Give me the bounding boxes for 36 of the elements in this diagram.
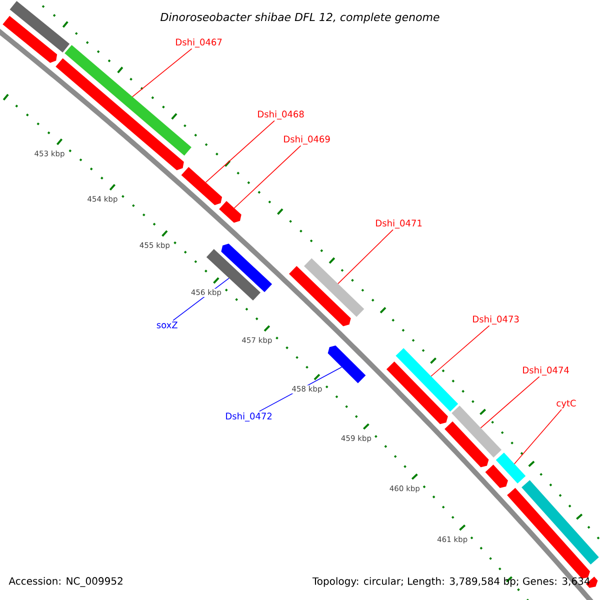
gene-bar [206,249,261,301]
gene-feature [219,201,242,223]
gene-label: Dshi_0467 [176,38,222,48]
gene-label: Dshi_0474 [523,366,569,376]
gene-feature [328,346,366,384]
gene-label: soxZ [156,322,178,328]
gene-bar [452,406,502,458]
gene-feature [386,362,448,424]
gene-label: Dshi_0471 [376,220,422,228]
gene-feature [2,16,58,63]
gene-feature [289,266,351,326]
leader-line [234,145,302,209]
gene-feature [444,421,489,468]
gene-bar [304,258,364,317]
leader-line [132,48,192,98]
gene-label: Dshi_0469 [284,136,330,144]
leader-line [480,376,540,428]
gene-bar [496,452,526,484]
leader-line [514,409,562,464]
gene-label: Dshi_0472 [226,412,272,422]
title: Dinoroseobacter shibae DFL 12, complete genome [160,12,440,24]
gene-bar [10,1,70,52]
gene-feature [181,166,222,206]
leader-line [205,120,275,183]
gene-label: cytC [556,400,576,408]
gene-label: Dshi_0468 [258,110,304,120]
gene-feature [221,244,272,292]
gene-bar [396,348,458,412]
gene-label: Dshi_0473 [473,316,519,324]
leader-line [338,229,394,284]
gene-feature [485,464,508,488]
gene-feature [507,488,590,579]
leader-line [430,325,490,377]
gene-bar [522,480,599,565]
footer-text: Accession: NC_009952 [8,577,122,587]
footer-text: Topology: circular; Length: 3,789,584 bp; Genes: 3,634 [312,577,590,587]
